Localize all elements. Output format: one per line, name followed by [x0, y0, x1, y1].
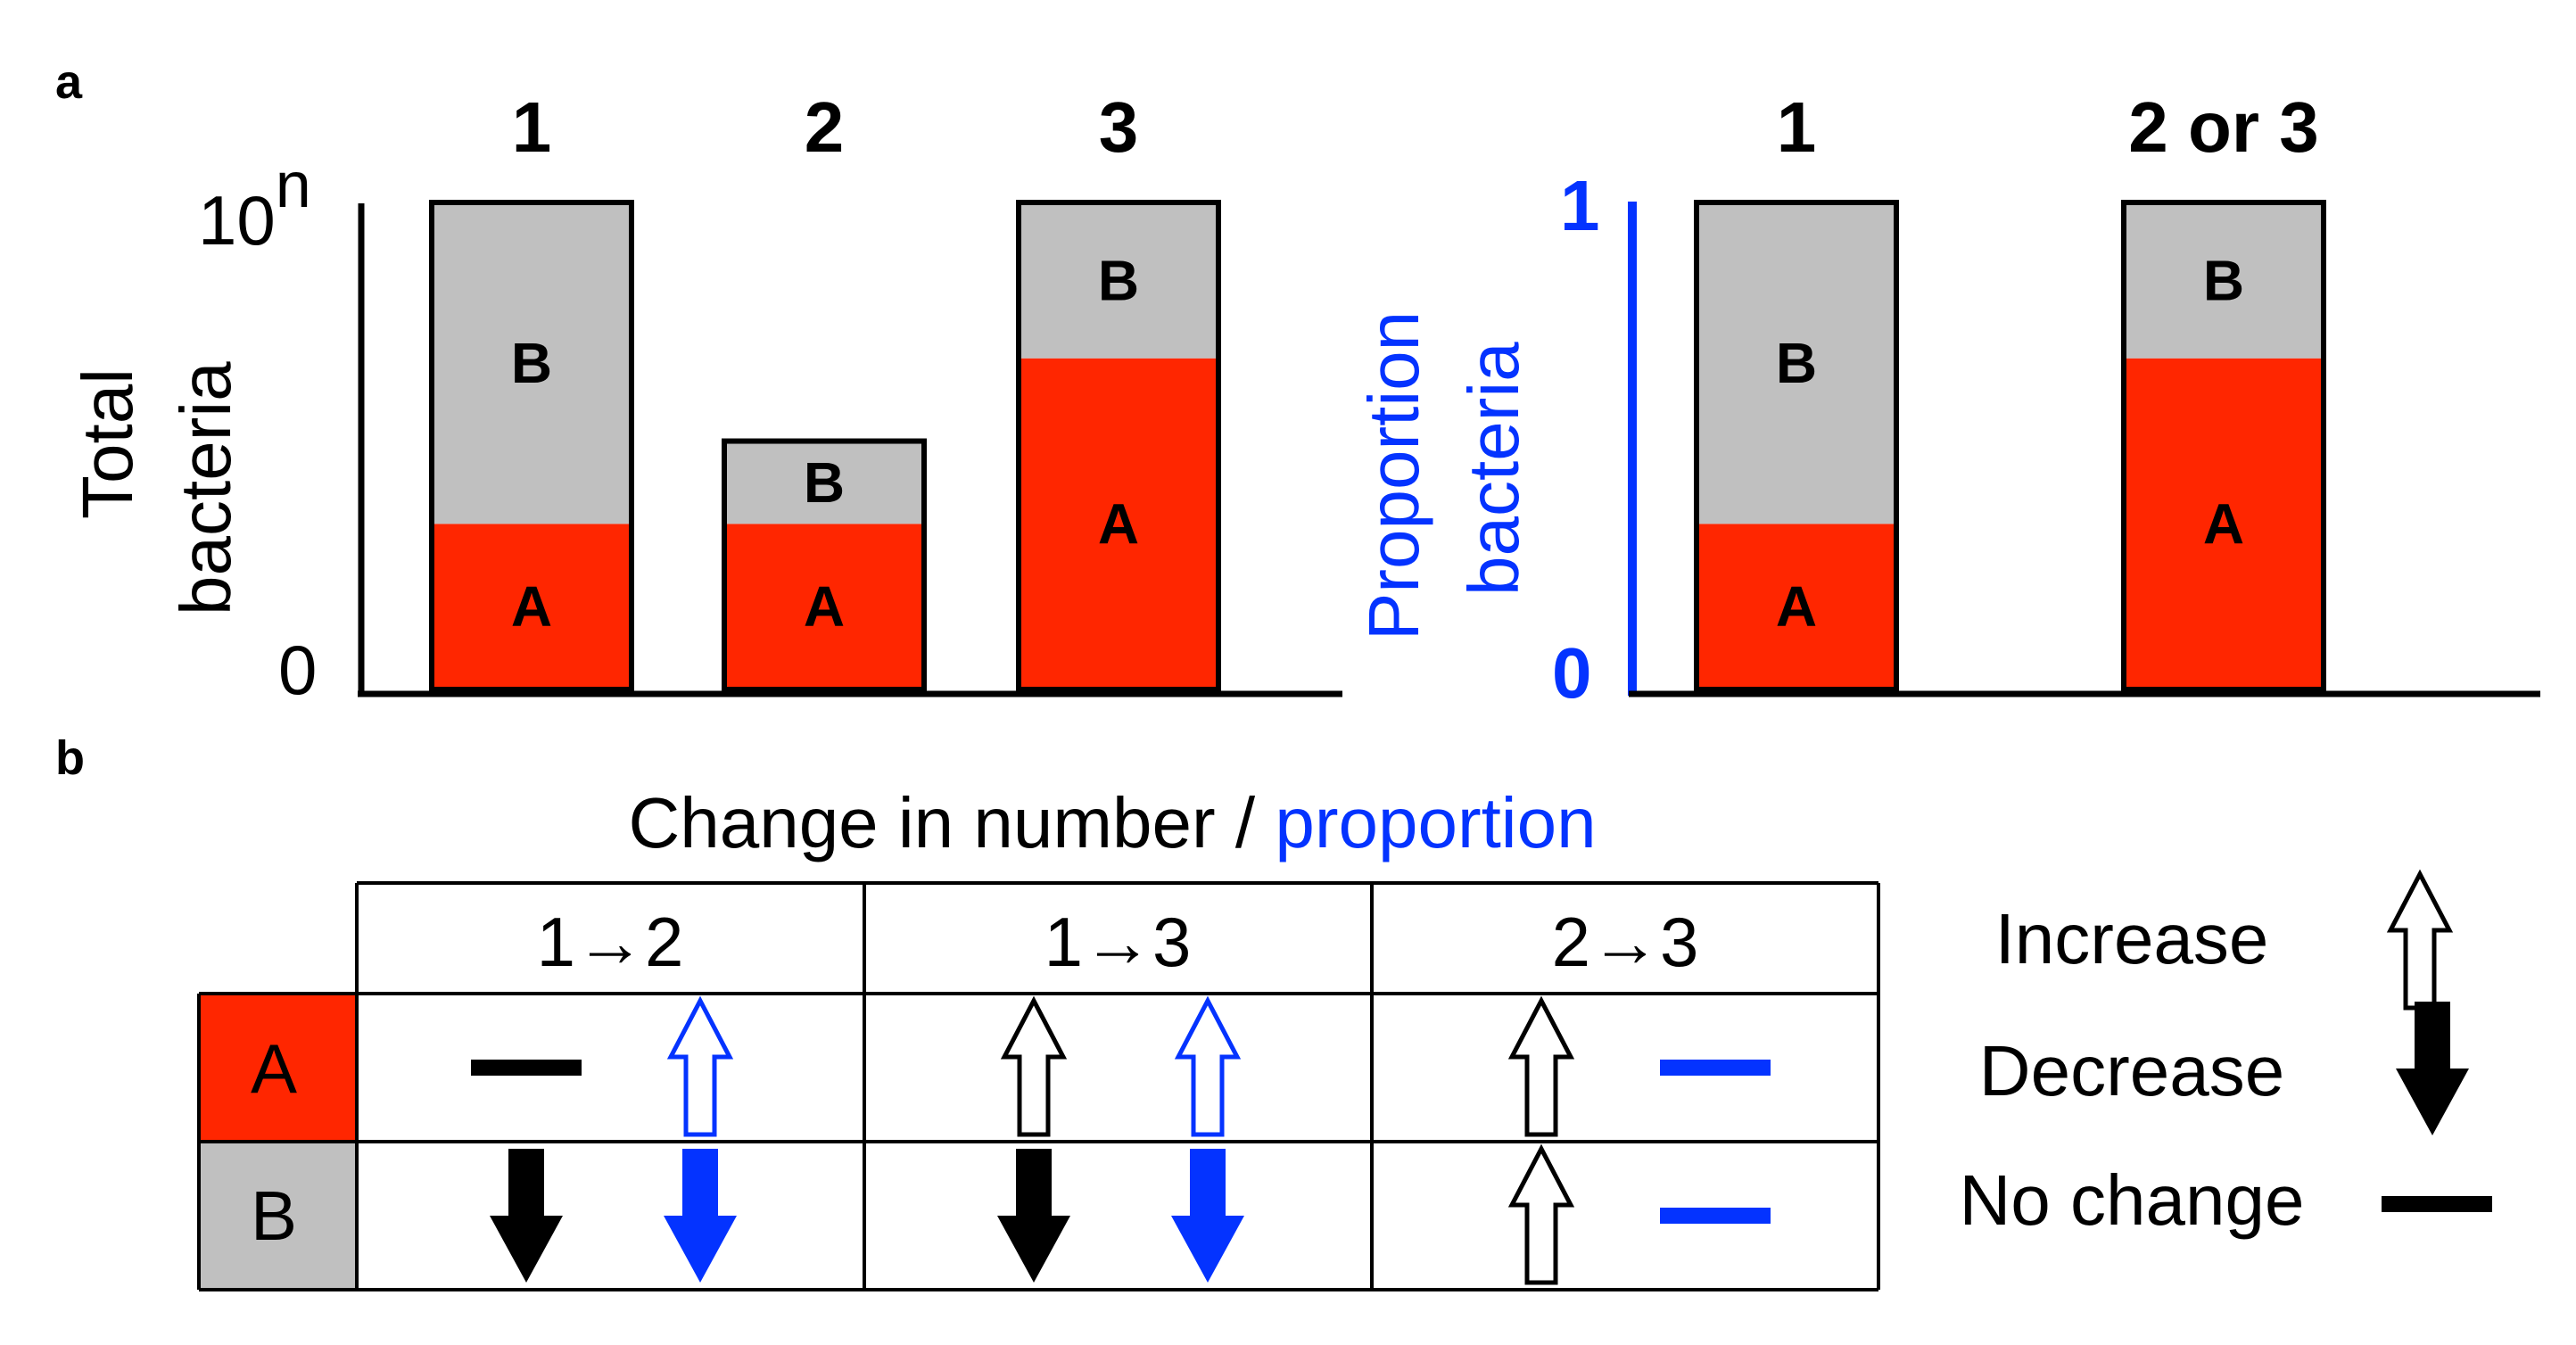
legend-decrease-label: Decrease — [1979, 1031, 2284, 1110]
right-category-label-2: 2 or 3 — [2128, 87, 2318, 167]
cell-a-col3-proportion-no-change-dash-icon — [1660, 1060, 1771, 1076]
panel-a-label: a — [55, 55, 83, 109]
table-grid — [197, 881, 1880, 1291]
right-bar-2-outline — [2121, 200, 2326, 692]
cell-a-col2-proportion-up-arrow-icon — [1178, 1001, 1237, 1135]
row-label-b-cell — [199, 1142, 357, 1290]
table-symbols — [471, 1001, 1771, 1283]
left-category-label-3: 3 — [1099, 87, 1139, 167]
left-bar-3-outline — [1016, 200, 1221, 692]
legend-decrease-down-arrow-icon — [2396, 1002, 2469, 1135]
left-bar-1-label-b: B — [511, 331, 552, 395]
right-category-label-1: 1 — [1777, 87, 1817, 167]
right-bar-1-segment-b — [1697, 202, 1896, 524]
left-bar-3-segment-a — [1019, 358, 1218, 689]
cell-a-col1-proportion-up-arrow-icon — [671, 1001, 730, 1135]
panel-b-label: b — [55, 731, 85, 785]
right-ytick-top: 1 — [1560, 166, 1600, 245]
cell-b-col2-number-down-arrow-icon — [997, 1149, 1070, 1283]
legend-symbols — [2382, 874, 2492, 1212]
cell-b-col3-proportion-no-change-dash-icon — [1660, 1208, 1771, 1224]
row-label-a-cell — [199, 994, 357, 1142]
left-bar-1-segment-b — [432, 202, 632, 524]
left-ylabel-line1: Total — [68, 368, 147, 519]
cell-b-col1-number-down-arrow-icon — [490, 1149, 563, 1283]
legend-increase-label: Increase — [1995, 899, 2269, 978]
right-bar-1-label-b: B — [1776, 331, 1817, 395]
cell-b-col2-proportion-down-arrow-icon — [1171, 1149, 1244, 1283]
row-label-a: A — [251, 1029, 297, 1108]
row-label-b: B — [251, 1176, 297, 1255]
left-ytick-bottom: 0 — [278, 631, 317, 709]
cell-a-col1-number-no-change-dash-icon — [471, 1060, 582, 1076]
left-bar-2-segment-b — [724, 441, 924, 524]
cell-b-col3-number-up-arrow-icon — [1512, 1149, 1571, 1283]
right-bar-1-segment-a — [1697, 524, 1896, 689]
left-bar-3-segment-b — [1019, 202, 1218, 359]
right-bar-1-label-a: A — [1776, 574, 1817, 639]
left-bar-1-segment-a — [432, 524, 632, 689]
left-bar-3-label-b: B — [1098, 248, 1139, 312]
left-category-label-1: 1 — [512, 87, 552, 167]
cell-a-col3-number-up-arrow-icon — [1512, 1001, 1571, 1135]
left-category-label-2: 2 — [805, 87, 845, 167]
left-bar-1-outline — [429, 200, 634, 692]
legend-no-change-label: No change — [1960, 1160, 2305, 1240]
column-header-1-3: 1→3 — [1044, 903, 1192, 981]
right-ylabel-line1: Proportion — [1354, 311, 1433, 640]
cell-b-col1-proportion-down-arrow-icon — [664, 1149, 737, 1283]
right-ylabel-line2: bacteria — [1454, 342, 1533, 596]
right-bar-2-label-b: B — [2203, 248, 2244, 312]
right-bar-2-segment-a — [2124, 358, 2324, 689]
change-table: A B 1→2 1→3 2→3 — [197, 881, 1880, 1291]
column-header-1-2: 1→2 — [537, 903, 684, 981]
left-ylabel-line2: bacteria — [166, 361, 245, 615]
panel-b-title: Change in number / proportion — [628, 783, 1596, 862]
right-chart: Proportion bacteria 1 0 A B 1A B 2 or 3 — [1354, 87, 2540, 713]
left-bar-2-segment-a — [724, 524, 924, 689]
left-bar-2-outline — [722, 438, 927, 692]
left-bar-2-label-b: B — [804, 450, 845, 515]
right-bar-1-outline — [1694, 200, 1899, 692]
left-bar-1-label-a: A — [511, 574, 552, 639]
column-header-2-3: 2→3 — [1552, 903, 1699, 981]
left-bar-2-label-a: A — [804, 574, 845, 639]
right-ytick-bottom: 0 — [1552, 633, 1592, 713]
legend-increase-up-arrow-icon — [2390, 874, 2449, 1008]
left-ytick-top: 10n — [198, 150, 311, 260]
cell-a-col2-number-up-arrow-icon — [1004, 1001, 1063, 1135]
right-bar-2-segment-b — [2124, 202, 2324, 359]
right-bar-2-label-a: A — [2203, 491, 2244, 556]
legend: Increase Decrease No change — [1960, 874, 2492, 1240]
right-bars: A B 1A B 2 or 3 — [1694, 87, 2326, 692]
legend-no-change-no-change-dash-icon — [2382, 1196, 2492, 1212]
left-bar-3-label-a: A — [1098, 491, 1139, 556]
